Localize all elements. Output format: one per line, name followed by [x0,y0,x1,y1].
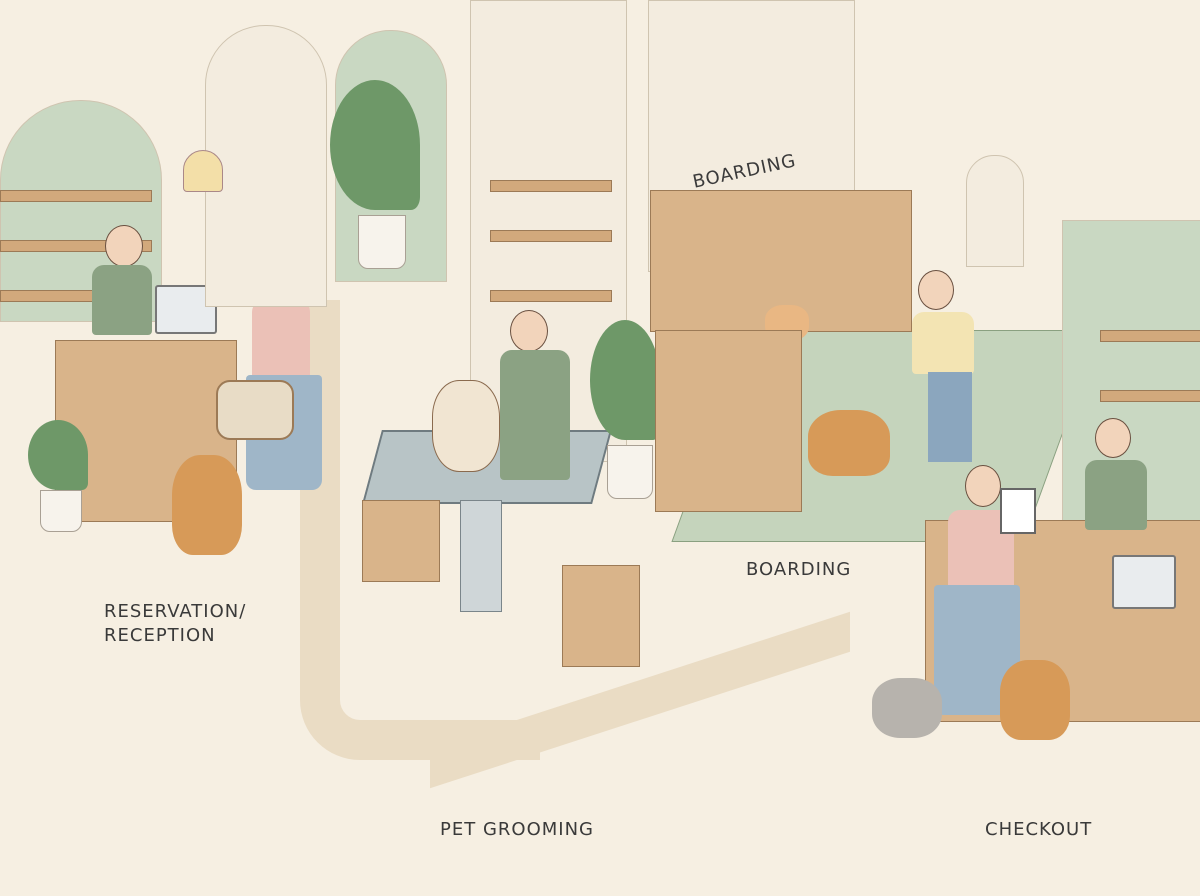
kennel-gate [655,330,802,512]
shelf [0,190,152,202]
pet-carrier [216,380,294,440]
cat [872,678,942,738]
plant [330,80,420,210]
pendant-lamp [183,150,223,192]
checkout-customer [965,465,1001,507]
computer-monitor-icon [1112,555,1176,609]
label-checkout: CHECKOUT [985,819,1093,840]
shelf [490,230,612,242]
corgi-dog [1000,660,1070,740]
plant [28,420,88,490]
label-boarding-floor: BOARDING [746,559,852,580]
shih-tzu-dog [432,380,500,472]
towel-cart [362,500,440,582]
label-reception-line1: RESERVATION/ [104,601,247,622]
supply-cart [562,565,640,667]
shelf [1100,390,1200,402]
shelf [490,290,612,302]
shelf [1100,330,1200,342]
label-reception: RESERVATION/ RECEPTION [104,600,246,648]
shiba-dog [172,455,242,555]
corgi-dog [808,410,890,476]
groomer [510,310,548,352]
receptionist [105,225,143,267]
label-pet-grooming: PET GROOMING [440,819,594,840]
qr-code-stand [1000,488,1036,534]
staff-member [918,270,954,310]
label-reception-line2: RECEPTION [104,625,216,646]
grooming-table-stand [460,500,502,612]
cashier [1095,418,1131,458]
niche-arch [966,155,1024,267]
arch-doorway [205,25,327,307]
plant [590,320,660,440]
shelf [490,180,612,192]
